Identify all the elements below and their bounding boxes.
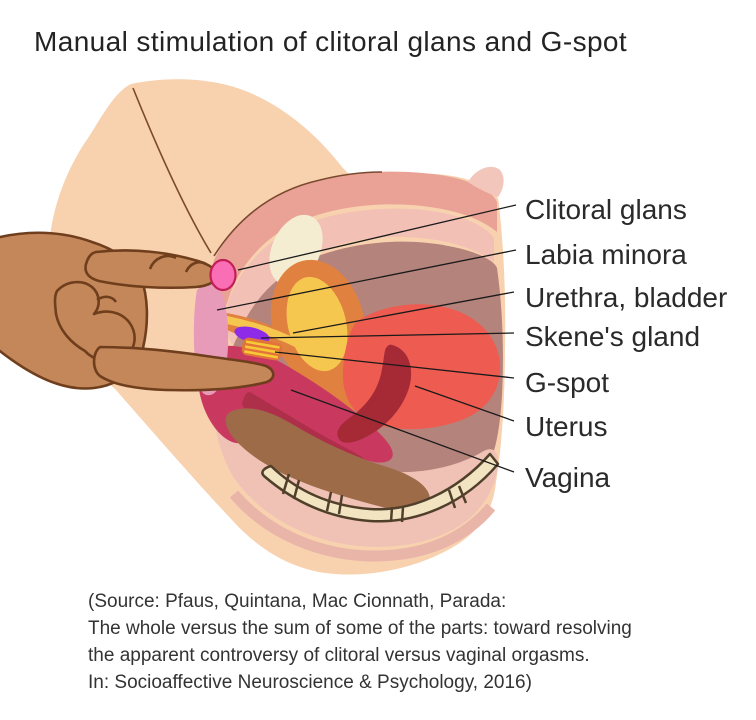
leader-labia-minora [216,249,517,311]
uterine-cavity [337,344,412,443]
inserted-finger [92,345,275,392]
hand [0,231,275,392]
label-skenes-gland: Skene's gland [525,321,701,352]
label-vagina: Vagina [525,462,611,493]
g-spot-shape [241,337,283,361]
label-uterus: Uterus [525,411,608,442]
label-urethra-bladder: Urethra, bladder [525,282,728,313]
label-clitoral-glans: Clitoral glans [525,194,687,225]
leader-vagina [290,389,515,473]
knuckle-lines [96,254,207,303]
urethra [223,316,304,349]
leader-clitoral-glans [237,204,517,271]
skenes-gland-shape [234,326,270,344]
source-citation: (Source: Pfaus, Quintana, Mac Cionnath, … [88,588,632,696]
leader-lines [216,204,517,473]
leader-uterus [414,385,515,422]
label-g-spot: G-spot [525,367,610,398]
labia-majora-band [211,171,497,315]
gluteal-fold-band [229,490,496,562]
citation-line: the apparent controversy of clitoral ver… [88,645,590,666]
folded-fingers [53,280,136,363]
clitoral-glans-shape [209,258,237,292]
citation-line: In: Socioaffective Neuroscience & Psycho… [88,672,532,693]
page-title: Manual stimulation of clitoral glans and… [34,26,628,57]
citation-line: The whole versus the sum of some of the … [88,618,632,639]
label-labia-minora: Labia minora [525,239,687,270]
leader-skenes-gland [260,332,515,339]
leader-urethra [292,291,515,334]
top-right-tissue-patch [468,166,504,197]
body-contour-lines [132,87,383,257]
coccyx-bone [261,452,500,523]
rectum-shape [225,408,431,514]
citation-line: (Source: Pfaus, Quintana, Mac Cionnath, … [88,591,507,612]
leader-g-spot [274,351,515,379]
